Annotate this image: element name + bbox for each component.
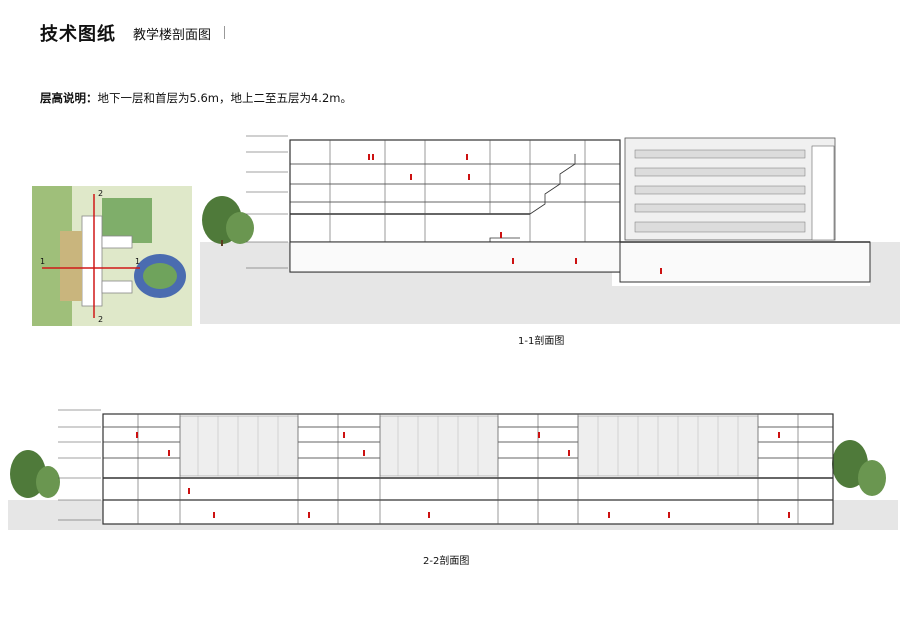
glazed-atria xyxy=(179,415,759,477)
column-lines xyxy=(137,414,799,524)
marker-2-top: 2 xyxy=(98,189,103,198)
marker-1-right: 1 xyxy=(135,257,140,266)
page-subtitle: 教学楼剖面图 xyxy=(133,28,212,43)
curtain-wall-mullions xyxy=(197,416,739,476)
staircase xyxy=(529,154,576,215)
building-footprint-wing-2 xyxy=(101,280,133,294)
basement-right xyxy=(619,241,871,283)
level-markers xyxy=(58,409,101,521)
people-markers xyxy=(136,432,790,518)
tree-icon xyxy=(36,466,60,498)
section-2-2-caption: 2-2剖面图 xyxy=(423,556,470,567)
building-footprint-wing-1 xyxy=(101,235,133,249)
floor-height-note: 层高说明：地下一层和首层为5.6m，地上二至五层为4.2m。 xyxy=(40,90,352,106)
tree-icon xyxy=(858,460,886,496)
note-text: 地下一层和首层为5.6m，地上二至五层为4.2m。 xyxy=(97,91,352,105)
plaza xyxy=(60,231,82,301)
elevation-windows xyxy=(634,149,806,233)
note-label: 层高说明： xyxy=(40,91,98,105)
building-footprint-main xyxy=(81,215,103,307)
basement-floor xyxy=(289,241,621,273)
page-title: 技术图纸 xyxy=(40,24,116,45)
marker-2-bottom: 2 xyxy=(98,315,103,324)
section-1-1-caption: 1-1剖面图 xyxy=(518,336,565,347)
ground-fill xyxy=(8,500,898,530)
section-1-1-drawing xyxy=(200,135,900,324)
title-divider xyxy=(224,26,225,39)
marker-1-left: 1 xyxy=(40,257,45,266)
track-infield xyxy=(143,263,177,289)
section-2-2-drawing xyxy=(8,409,898,530)
level-markers xyxy=(246,135,288,269)
sports-field xyxy=(102,198,152,243)
people-markers xyxy=(368,154,662,274)
building-outline xyxy=(102,413,834,525)
elevation-tower xyxy=(811,145,835,241)
tree-icon xyxy=(226,212,254,244)
site-key-plan: 2 2 1 1 xyxy=(32,186,192,326)
